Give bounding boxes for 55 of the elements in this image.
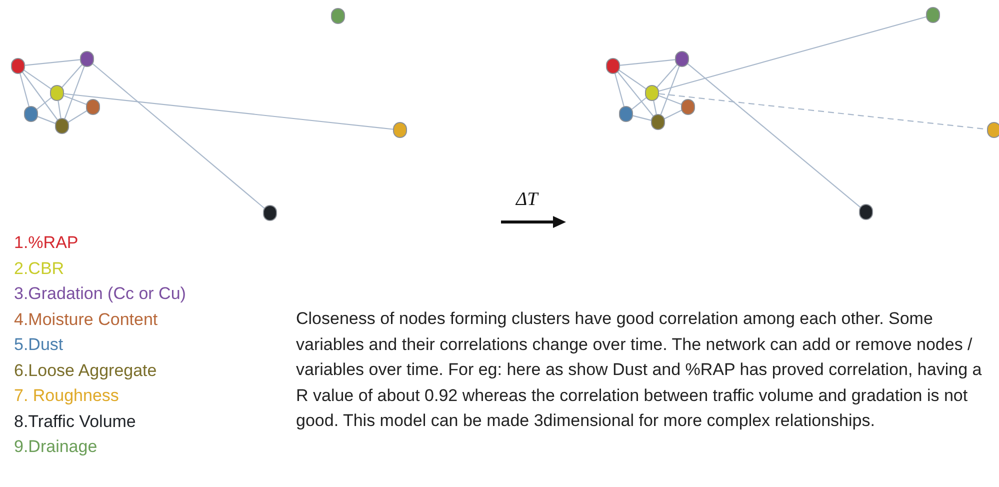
legend-entry: 6.Loose Aggregate <box>14 360 158 382</box>
connector-line <box>664 110 682 120</box>
connector-line <box>62 64 82 88</box>
connector-line <box>631 97 647 110</box>
connector-line <box>687 63 861 208</box>
connector-line <box>24 70 52 90</box>
connector-line <box>658 16 926 92</box>
connector-line <box>58 100 62 118</box>
connector-line <box>656 64 678 88</box>
variable-node <box>926 7 940 23</box>
variable-node <box>606 58 620 74</box>
connector-line <box>64 93 394 130</box>
legend-entry: 1.%RAP <box>14 232 80 254</box>
variable-node <box>619 106 633 122</box>
legend-entry: 7. Roughness <box>14 385 120 407</box>
variable-node <box>859 204 873 220</box>
variable-node <box>645 85 659 101</box>
connector-line <box>632 115 652 121</box>
variable-node <box>651 114 665 130</box>
connector-line <box>620 59 676 66</box>
variable-node <box>11 58 25 74</box>
connector-line <box>20 74 30 106</box>
connector-line <box>92 63 265 209</box>
variable-node <box>80 51 94 67</box>
variable-node <box>86 99 100 115</box>
variable-node <box>675 51 689 67</box>
variable-node <box>55 118 69 134</box>
variable-node <box>263 205 277 221</box>
variable-node <box>50 85 64 101</box>
legend-entry: 8.Traffic Volume <box>14 410 137 432</box>
connector-line <box>617 72 654 116</box>
variable-node <box>331 8 345 24</box>
connector-line <box>36 97 52 110</box>
connector-line <box>22 72 58 120</box>
connector-line <box>653 100 657 114</box>
legend-entry: 4.Moisture Content <box>14 308 159 330</box>
connector-line <box>37 116 56 124</box>
connector-line <box>24 59 80 66</box>
delta-t-label: ΔT <box>516 188 538 212</box>
connector-line <box>63 95 87 105</box>
variable-node <box>681 99 695 115</box>
connector-line <box>68 110 88 123</box>
description-paragraph: Closeness of nodes forming clusters have good correlation among each other. Some variables and their correlations change over time. The network can add or remove nodes / variables over time. For eg: here as show Dust and %RAP has proved correlation, having a R value of about 0.92 whereas the correlation between traffic volume and gradation is not good. This model can be made 3dimensional for more complex relationships. <box>296 308 983 432</box>
connector-line <box>614 74 624 106</box>
connector-line <box>64 66 85 119</box>
connector-line <box>660 66 680 115</box>
variable-node <box>24 106 38 122</box>
legend-entry: 5.Dust <box>14 334 64 356</box>
variable-node <box>393 122 407 138</box>
legend-entry: 3.Gradation (Cc or Cu) <box>14 283 187 305</box>
legend-entry: 9.Drainage <box>14 436 98 458</box>
connector-line <box>618 70 646 90</box>
connector-line <box>658 95 682 105</box>
legend-entry: 2.CBR <box>14 258 66 280</box>
variable-node <box>987 122 999 138</box>
